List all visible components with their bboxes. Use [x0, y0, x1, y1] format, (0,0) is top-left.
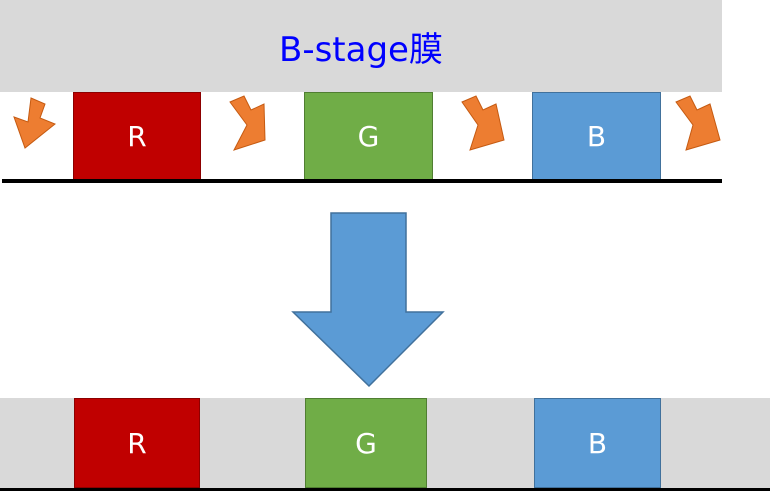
top-block-r-label: R [127, 120, 147, 153]
top-block-g-label: G [357, 120, 380, 153]
film-label: B-stage膜 [279, 29, 443, 70]
bottom-block-b: B [534, 398, 661, 488]
bottom-block-r: R [74, 398, 200, 488]
small-arrow-icon [461, 95, 505, 151]
top-block-b-label: B [586, 120, 607, 153]
big-down-arrow-icon [291, 212, 445, 388]
small-arrow-icon [229, 95, 266, 151]
small-arrow-icon [13, 97, 56, 149]
bottom-block-r-label: R [127, 426, 147, 460]
bottom-block-g: G [305, 398, 427, 488]
top-block-g: G [304, 92, 433, 181]
top-block-r: R [73, 92, 201, 181]
bottom-block-b-label: B [587, 426, 608, 460]
bottom-block-g-label: G [355, 426, 377, 460]
small-arrow-icon [675, 95, 721, 151]
b-stage-film [0, 0, 722, 92]
top-substrate-line [2, 179, 722, 183]
bottom-substrate-line [0, 488, 770, 491]
